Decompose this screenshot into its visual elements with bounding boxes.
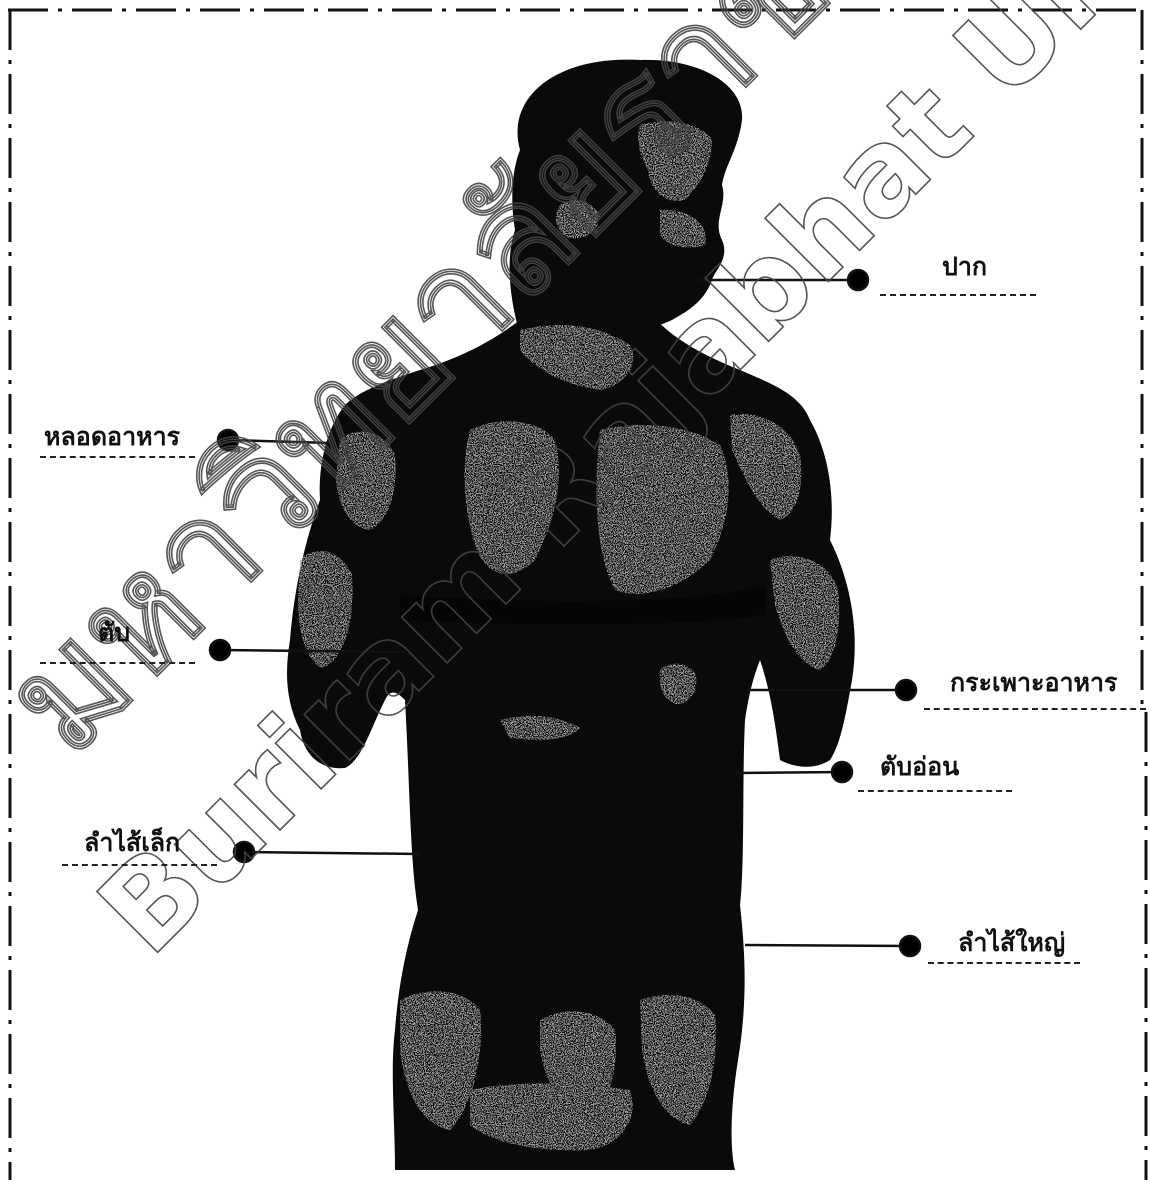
answer-blank-large-intestine[interactable] xyxy=(928,962,1080,964)
label-small-intestine: ลำไส้เล็ก xyxy=(84,828,180,858)
pointer-dot-stomach xyxy=(896,680,916,700)
label-liver: ตับ xyxy=(98,618,130,648)
answer-blank-stomach[interactable] xyxy=(924,708,1146,710)
pointer-dot-large-intestine xyxy=(900,936,920,956)
answer-blank-mouth[interactable] xyxy=(880,294,1036,296)
label-mouth: ปาก xyxy=(942,252,987,282)
label-pancreas: ตับอ่อน xyxy=(880,752,959,782)
leader-large-intestine xyxy=(745,936,920,956)
answer-blank-pancreas[interactable] xyxy=(858,790,1012,792)
label-esophagus: หลอดอาหาร xyxy=(44,422,180,452)
label-large-intestine: ลำไส้ใหญ่ xyxy=(958,928,1065,958)
label-stomach: กระเพาะอาหาร xyxy=(950,668,1117,698)
pointer-dot-pancreas xyxy=(832,762,852,782)
answer-blank-small-intestine[interactable] xyxy=(62,864,217,866)
answer-blank-esophagus[interactable] xyxy=(40,456,195,458)
answer-blank-liver[interactable] xyxy=(40,662,195,664)
